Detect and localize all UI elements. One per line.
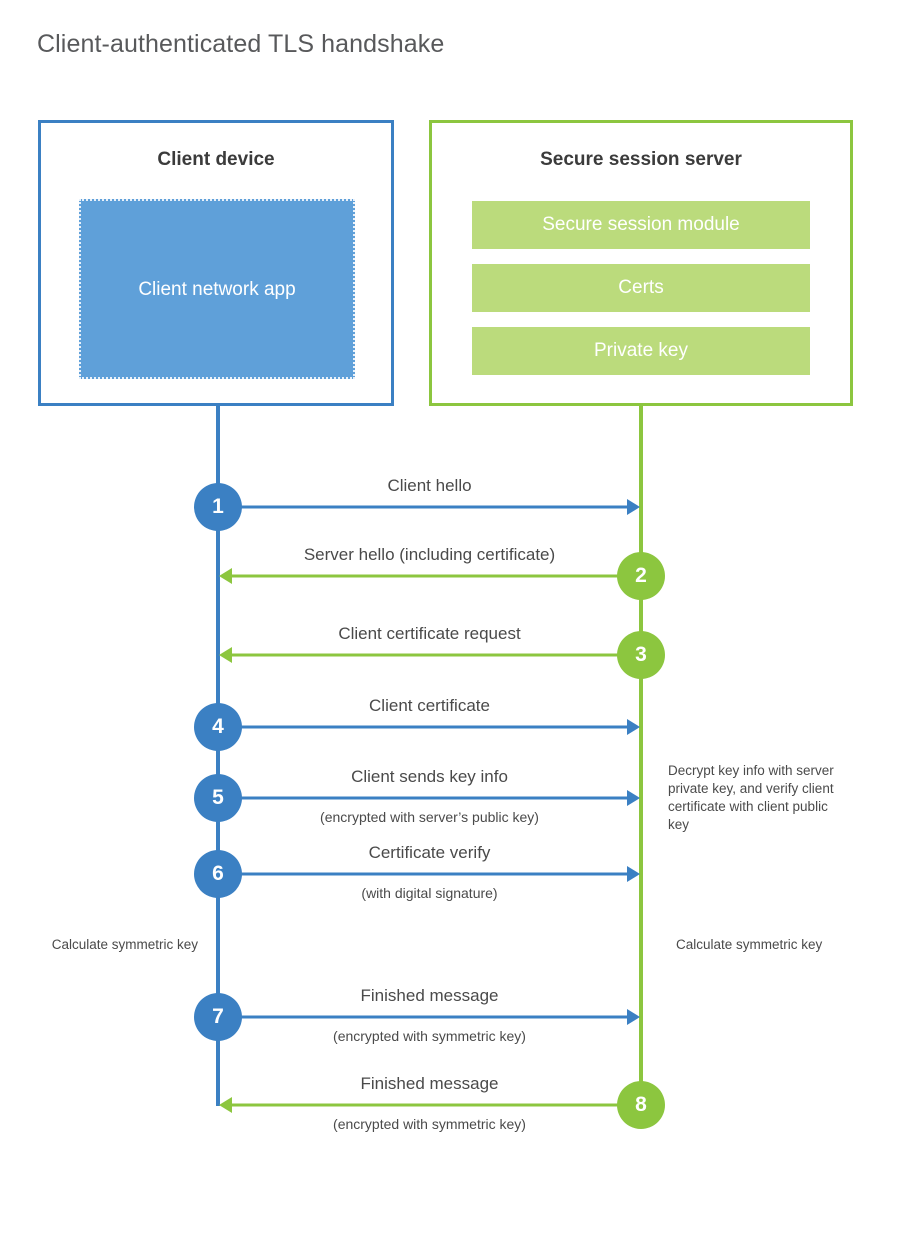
step-circle-2[interactable]: 2 [617,552,665,600]
message-label-4: Client certificate [369,696,490,715]
note-server-calculate-symmetric-key: Calculate symmetric key [676,937,823,952]
step-number-7: 7 [212,1005,224,1028]
step-number-6: 6 [212,862,224,885]
server-lifeline [639,406,643,1106]
message-sublabel-8: (encrypted with symmetric key) [333,1116,526,1132]
message-label-7: Finished message [360,986,499,1005]
client-network-app-label: Client network app [138,278,296,300]
client-device-box: Client device Client network app [38,120,394,406]
step-number-3: 3 [635,643,647,666]
message-sublabel-5: (encrypted with server’s public key) [320,809,539,825]
step-circle-5[interactable]: 5 [194,774,242,822]
note-server-decrypt: Decrypt key info with server private key… [668,763,834,832]
step-number-4: 4 [212,715,224,738]
message-label-8: Finished message [360,1074,499,1093]
note-client-calculate-symmetric-key: Calculate symmetric key [51,937,198,952]
step-number-2: 2 [635,564,647,587]
step-circle-7[interactable]: 7 [194,993,242,1041]
message-label-5: Client sends key info [351,767,508,786]
server-bar-private-key: Private key [472,327,810,375]
message-label-3: Client certificate request [338,624,521,643]
step-circle-4[interactable]: 4 [194,703,242,751]
page-title: Client-authenticated TLS handshake [37,30,445,58]
message-sublabel-6: (with digital signature) [361,885,498,901]
server-bar-certs: Certs [472,264,810,312]
client-lifeline [216,406,220,1106]
message-sublabel-7: (encrypted with symmetric key) [333,1028,526,1044]
secure-session-server-box: Secure session server Secure session mod… [429,120,853,406]
step-number-1: 1 [212,495,224,518]
step-circle-1[interactable]: 1 [194,483,242,531]
message-label-6: Certificate verify [368,843,491,862]
step-circle-6[interactable]: 6 [194,850,242,898]
step-circle-3[interactable]: 3 [617,631,665,679]
server-bar-secure-session-module: Secure session module [472,201,810,249]
step-circle-8[interactable]: 8 [617,1081,665,1129]
secure-session-server-title: Secure session server [540,149,742,170]
client-network-app-block: Client network app [79,199,355,379]
message-label-1: Client hello [387,476,472,495]
client-device-title: Client device [157,149,275,170]
step-number-5: 5 [212,786,224,809]
step-number-8: 8 [635,1093,647,1116]
message-label-2: Server hello (including certificate) [303,545,556,564]
